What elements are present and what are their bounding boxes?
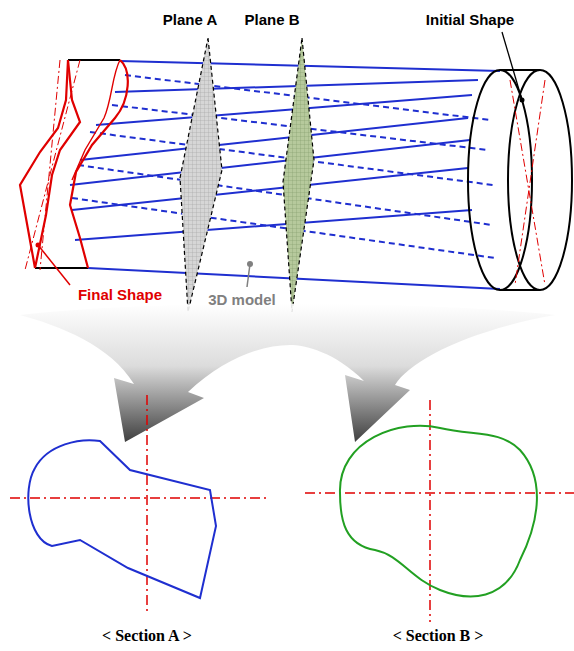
plane-label: Plane B (244, 12, 299, 29)
section-b (305, 400, 574, 622)
final-shape (20, 60, 128, 285)
leader-line (247, 264, 250, 287)
section-a (10, 395, 270, 612)
hidden-lines (72, 75, 495, 258)
initial-shape (468, 32, 572, 290)
flow-arrows (20, 304, 555, 442)
plane-label: Plane A (163, 12, 217, 29)
section-title: < Section B > (393, 627, 484, 645)
section-title: < Section A > (102, 627, 192, 645)
shape-label: Final Shape (78, 287, 162, 304)
shape-label: Initial Shape (426, 12, 514, 29)
plane-a (180, 38, 222, 312)
plane-b (283, 38, 314, 312)
model-label: 3D model (208, 292, 276, 309)
